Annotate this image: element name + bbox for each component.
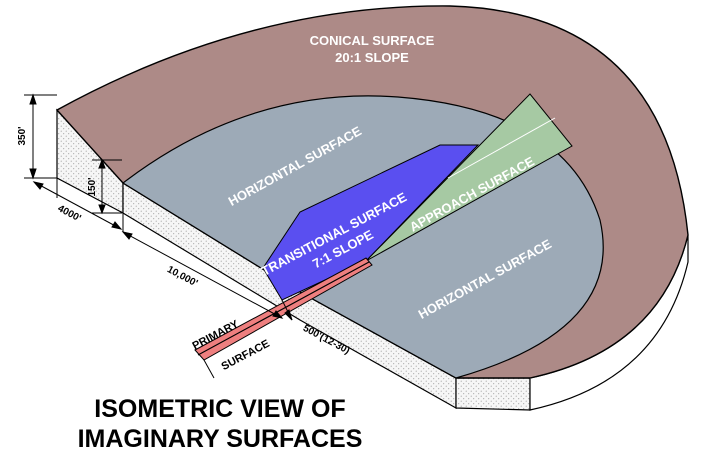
ground-right-face xyxy=(455,377,531,411)
dimension-350 xyxy=(24,93,57,180)
approach-centerline xyxy=(447,117,556,179)
diagram-title-line2: IMAGINARY SURFACES xyxy=(77,425,363,453)
dimension-10000-label: 10,000' xyxy=(165,264,199,289)
dimension-500 xyxy=(203,299,293,379)
dimension-350-label: 350' xyxy=(17,126,28,145)
dimension-4000 xyxy=(32,178,124,232)
conical-label-line1: CONICAL SURFACE xyxy=(310,33,435,48)
runway-line xyxy=(197,261,370,356)
dimension-150-label: 150' xyxy=(87,177,98,196)
dimension-150 xyxy=(92,158,122,215)
diagram-title-line1: ISOMETRIC VIEW OF xyxy=(94,395,346,423)
dimension-10000 xyxy=(121,231,284,319)
conical-label-line2: 20:1 SLOPE xyxy=(335,50,409,65)
